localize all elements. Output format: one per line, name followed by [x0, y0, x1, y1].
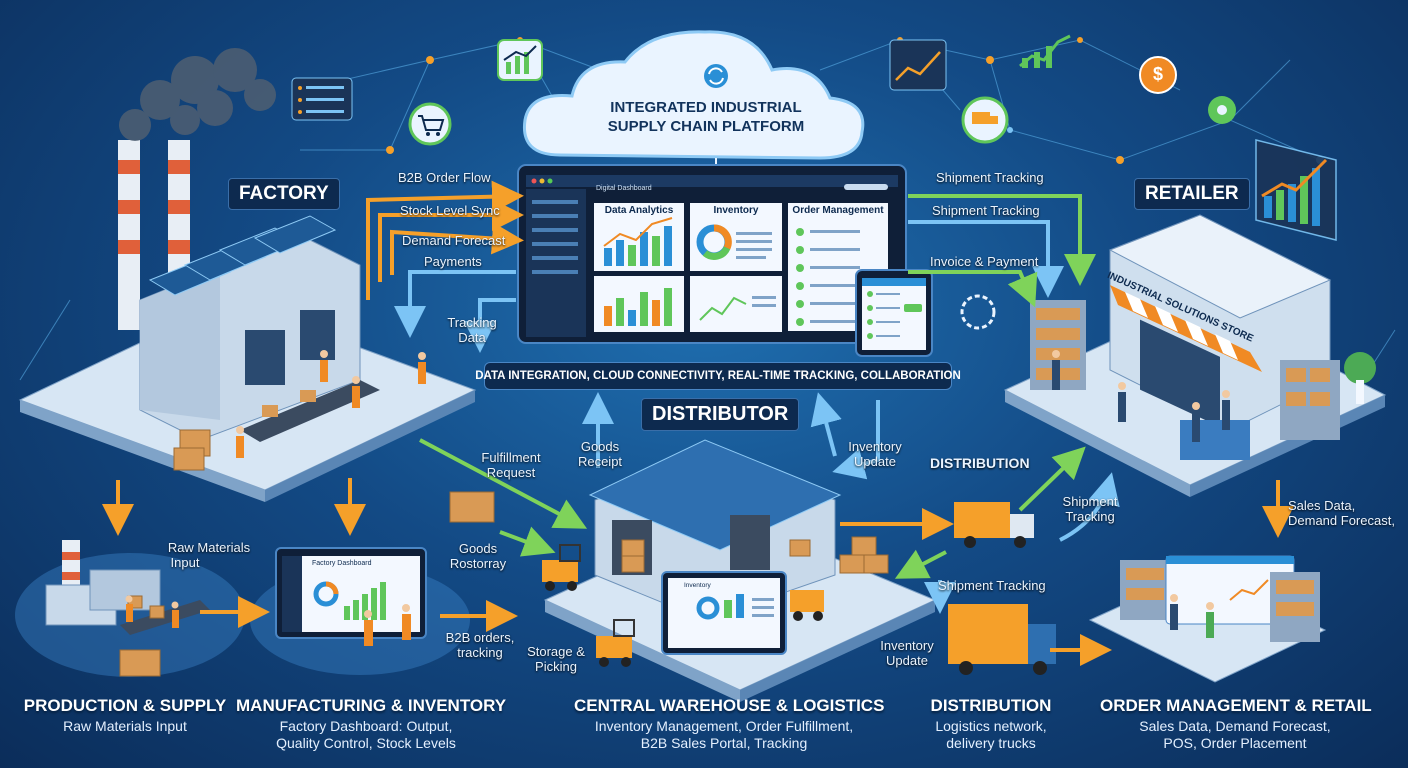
flow-label-raw-materials-2: Input [170, 555, 200, 570]
section-order-retail-title: ORDER MANAGEMENT & RETAIL [1100, 696, 1372, 715]
section-distribution-desc-2: delivery trucks [946, 735, 1036, 751]
flow-label-goods-restock-2: Rostorray [449, 556, 507, 571]
flow-label-inventory-update-bottom-1: Inventory [880, 638, 934, 653]
section-order-retail-desc-2: POS, Order Placement [1163, 735, 1307, 751]
section-manufacturing-title: MANUFACTURING & INVENTORY [236, 696, 507, 715]
section-production-desc: Raw Materials Input [63, 718, 187, 734]
section-warehouse-desc-1: Inventory Management, Order Fulfillment, [594, 718, 854, 734]
production-machine-illustration [15, 540, 245, 677]
flow-label-sales-data-2: Demand Forecast, [1288, 513, 1395, 528]
tab-order-management[interactable]: Order Management [792, 205, 884, 216]
section-distribution-desc-1: Logistics network, [935, 718, 1047, 734]
flow-label-shipment-tracking-r1: Shipment [1062, 494, 1118, 509]
flow-label-shipment-tracking-mid: Shipment Tracking [938, 578, 1046, 593]
warehouse-monitor [661, 571, 787, 655]
flow-label-distribution: DISTRIBUTION [930, 455, 1030, 471]
section-warehouse-desc-2: B2B Sales Portal, Tracking [640, 735, 808, 751]
flow-label-inventory-update-bottom-2: Update [886, 653, 928, 668]
flow-label-raw-materials-1: Raw Materials [167, 540, 251, 555]
tab-inventory[interactable]: Inventory [713, 205, 759, 216]
flow-label-payments: Payments [424, 254, 482, 269]
truck-bottom [948, 604, 1056, 675]
tab-data-analytics[interactable]: Data Analytics [604, 205, 674, 216]
section-order-retail-desc-1: Sales Data, Demand Forecast, [1139, 718, 1331, 734]
capabilities-banner: DATA INTEGRATION, CLOUD CONNECTIVITY, RE… [475, 362, 961, 390]
flow-label-fulfillment-2: Request [486, 465, 536, 480]
chart-icon-top-right-2 [1019, 34, 1071, 68]
flow-label-goods-receipt-2: Receipt [577, 454, 623, 469]
truck-top [954, 502, 1034, 548]
flow-label-storage-picking-2: Picking [535, 659, 577, 674]
document-icon [291, 77, 353, 121]
chart-icon [497, 39, 543, 81]
flow-label-shipment-tracking-1: Shipment Tracking [936, 170, 1044, 185]
gear-icon [1208, 96, 1236, 124]
node-retailer: RETAILER [1134, 178, 1250, 210]
order-management-illustration [1088, 555, 1327, 683]
flow-label-demand-forecast: Demand Forecast [402, 233, 506, 248]
flow-arrows [102, 180, 1294, 666]
flow-label-b2b-order-flow: B2B Order Flow [398, 170, 491, 185]
flow-label-invoice-payment: Invoice & Payment [930, 254, 1039, 269]
cloud-platform [522, 30, 865, 160]
forklift-3 [790, 590, 824, 621]
flow-label-goods-receipt-1: Goods [580, 439, 620, 454]
section-manufacturing-desc-1: Factory Dashboard: Output, [279, 718, 453, 734]
chart-icon-top-right [889, 39, 947, 91]
flow-label-fulfillment-1: Fulfillment [481, 450, 541, 465]
forklift-2 [596, 619, 635, 667]
node-distributor: DISTRIBUTOR [641, 398, 800, 431]
node-factory: FACTORY [228, 178, 340, 210]
manufacturing-dashboard-illustration [250, 547, 470, 675]
flow-label-goods-restock-1: Goods [458, 541, 498, 556]
section-manufacturing-desc-2: Quality Control, Stock Levels [276, 735, 456, 751]
platform-title-line1: INTEGRATED INDUSTRIAL [610, 99, 802, 116]
flow-label-shipment-tracking-r2: Tracking [1065, 509, 1115, 524]
flow-label-stock-level-sync: Stock Level Sync [400, 203, 500, 218]
central-dashboard-monitor [517, 164, 907, 344]
flow-label-inventory-update-1: Inventory [848, 439, 902, 454]
factory-dashboard-screen-title: Factory Dashboard [312, 560, 372, 567]
retailer-chart-panel [1255, 139, 1337, 241]
section-distribution-title: DISTRIBUTION [930, 696, 1052, 715]
section-warehouse-title: CENTRAL WAREHOUSE & LOGISTICS [574, 696, 885, 715]
flow-label-b2b-orders-1: B2B orders, [445, 630, 515, 645]
tablet-device [855, 269, 933, 357]
flow-label-storage-picking-1: Storage & [527, 644, 585, 659]
forklift-1 [542, 544, 581, 591]
flow-label-sales-data-1: Sales Data, [1288, 498, 1356, 513]
currency-symbol: $ [1152, 64, 1163, 84]
gear-currency-icon [960, 294, 996, 330]
factory-illustration [18, 48, 477, 502]
flow-label-shipment-tracking-2: Shipment Tracking [932, 203, 1040, 218]
platform-title-line2: SUPPLY CHAIN PLATFORM [607, 118, 805, 135]
sync-icon [704, 64, 728, 88]
retail-store-illustration [1003, 214, 1387, 497]
currency-icon [1139, 56, 1177, 94]
flow-label-inventory-update-2: Update [854, 454, 896, 469]
flow-label-tracking-data-2: Data [458, 330, 486, 345]
dashboard-window-title: Digital Dashboard [596, 185, 652, 192]
truck-icon [961, 96, 1009, 144]
section-production-title: PRODUCTION & SUPPLY [23, 696, 227, 715]
warehouse-screen-title: Inventory [684, 582, 711, 589]
flow-label-b2b-orders-2: tracking [457, 645, 503, 660]
store-awning [1110, 285, 1262, 372]
flow-label-tracking-data-1: Tracking [447, 315, 497, 330]
cart-icon [408, 102, 452, 146]
